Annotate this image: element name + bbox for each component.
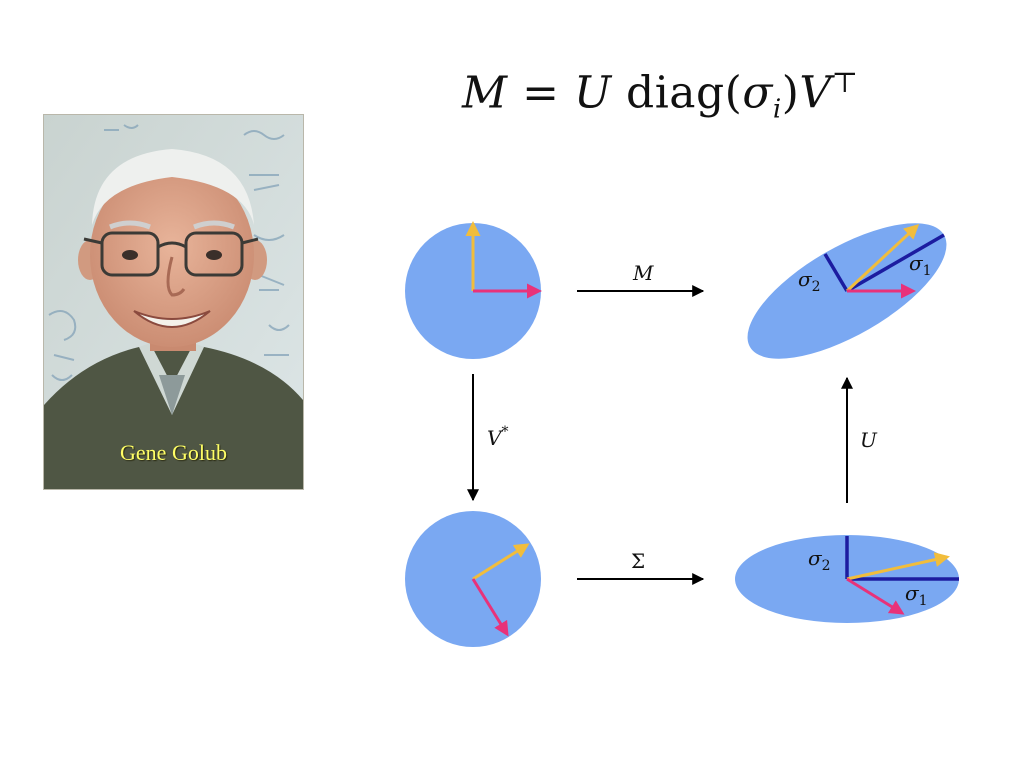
formula-v: V [799,67,832,119]
arrow-u: U [841,376,878,503]
portrait-illustration [44,115,303,489]
axis-sigma2-top [823,253,849,292]
vector-pink-bottom-right [846,577,905,615]
formula-m: M [462,67,508,119]
formula-equals: = [522,67,560,119]
formula-sigma-sub: i [772,94,782,125]
formula-transpose: ⊤ [831,66,859,99]
sigma2-label-bottom: σ2 [808,546,831,574]
portrait-caption: Gene Golub [120,440,227,465]
arrow-sigma-label: Σ [631,549,645,573]
sigma1-label-bottom: σ1 [905,581,928,609]
formula-sigma: σ [742,67,773,119]
arrow-sigma: Σ [577,549,705,585]
circle-rotated [405,511,541,647]
portrait-photo: Gene Golub [43,114,304,490]
vector-yellow-bottom-left [472,543,530,581]
formula-close-paren: ) [781,67,800,119]
vector-yellow-bottom-right [846,552,950,581]
vector-pink-bottom-left [471,578,509,637]
circle-original [405,221,542,359]
arrow-m-label: M [632,261,654,285]
axis-sigma1-top [846,233,945,293]
vector-yellow-top-right [845,223,920,293]
arrow-u-label: U [860,428,878,452]
formula-u: U [573,67,612,119]
ellipse-scaled: σ2 σ1 [735,535,959,623]
arrow-m: M [577,261,705,297]
arrow-v-star: V* [467,374,508,502]
formula-diag: diag [626,67,725,119]
ellipse-final: σ2 σ1 [747,223,947,359]
formula-open-paren: ( [724,67,743,119]
arrow-v-star-label: V* [487,424,508,450]
svd-formula: M = U diag(σi)V⊤ [462,66,859,124]
sigma2-label-top: σ2 [798,267,821,295]
sigma1-label-top: σ1 [909,251,932,279]
